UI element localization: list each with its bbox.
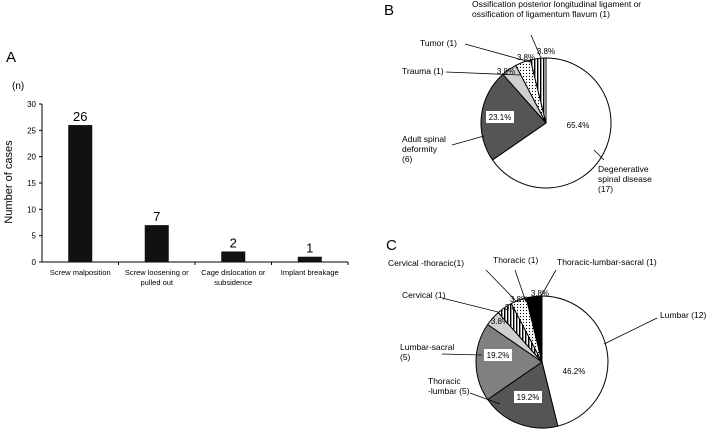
percent-label-box bbox=[484, 349, 512, 361]
slice-category-label: Thoracic (1) bbox=[493, 255, 539, 265]
leader-line bbox=[469, 392, 501, 405]
leader-line bbox=[441, 353, 483, 356]
y-tick-label: 5 bbox=[32, 232, 37, 241]
bar-chart-panel: A (n) Number of cases 0 5 10 15 20 25 30 26Scr… bbox=[3, 49, 349, 287]
y-tick-label: 0 bbox=[32, 258, 37, 267]
slice-category-label: Lumbar (12) bbox=[660, 310, 706, 320]
slice-percent-label: 3.8% bbox=[510, 295, 528, 304]
bar bbox=[297, 256, 322, 262]
y-tick-label: 15 bbox=[27, 179, 36, 188]
leader-line bbox=[445, 71, 521, 76]
slice-category-label: Trauma (1) bbox=[402, 66, 444, 76]
slice-percent-label: 46.2% bbox=[563, 367, 586, 376]
panel-label-c: C bbox=[386, 237, 397, 254]
pie-slice bbox=[525, 295, 543, 363]
pie-slice bbox=[475, 323, 543, 401]
bar-value-label: 2 bbox=[230, 235, 237, 250]
pie-slice bbox=[529, 57, 547, 124]
leader-line bbox=[451, 135, 485, 146]
leader-line bbox=[539, 269, 557, 299]
slice-percent-label: 65.4% bbox=[567, 121, 590, 130]
pie-slice bbox=[541, 295, 609, 427]
leader-line bbox=[593, 149, 605, 161]
bar-value-label: 7 bbox=[153, 209, 160, 224]
x-category-label: Screw malposition bbox=[50, 268, 111, 277]
slice-category-label: Thoracic-lumbar-sacral (1) bbox=[557, 257, 657, 267]
bar bbox=[68, 125, 93, 262]
pie-region: 46.2% Lumbar (12) 19.2% Thoracic-lumbar (5)… bbox=[388, 255, 706, 429]
y-tick-label: 20 bbox=[27, 153, 36, 162]
slice-category-label: Ossification posterior longitudinal liga… bbox=[472, 0, 641, 19]
slice-percent-label: 19.2% bbox=[517, 393, 540, 402]
y-axis-title: Number of cases bbox=[3, 140, 15, 224]
slice-category-label: Cervical -thoracic(1) bbox=[388, 258, 464, 268]
y-tick-label: 30 bbox=[27, 100, 36, 109]
bar-value-label: 26 bbox=[73, 109, 87, 124]
leader-line bbox=[514, 269, 527, 303]
percent-label-box bbox=[514, 391, 542, 403]
bar bbox=[144, 225, 169, 262]
slice-percent-label: 3.8% bbox=[517, 53, 535, 62]
slice-percent-label: 3.8% bbox=[537, 47, 555, 56]
bar-value-label: 1 bbox=[306, 241, 313, 256]
leader-line bbox=[603, 317, 658, 345]
y-tick-label: 25 bbox=[27, 126, 36, 135]
slice-category-label: Cervical (1) bbox=[402, 290, 446, 300]
slice-category-label: Lumbar-sacral(5) bbox=[400, 342, 454, 362]
slice-percent-label: 3.8% bbox=[531, 289, 549, 298]
bar bbox=[221, 251, 246, 262]
panel-label-a: A bbox=[6, 49, 16, 66]
slice-category-label: Tumor (1) bbox=[420, 38, 457, 48]
pie-chart-region-panel: C 46.2% Lumbar (12) 19.2% Thoracic-lumbar (… bbox=[386, 237, 706, 429]
slice-percent-label: 3.8% bbox=[491, 317, 509, 326]
leader-line bbox=[485, 269, 520, 305]
slice-category-label: Thoracic-lumbar (5) bbox=[428, 376, 470, 396]
slice-percent-label: 3.8% bbox=[497, 67, 515, 76]
panel-label-b: B bbox=[384, 2, 394, 19]
x-category-label: Implant breakage bbox=[281, 268, 339, 277]
y-axis-unit: (n) bbox=[12, 81, 24, 92]
slice-percent-label: 23.1% bbox=[489, 113, 512, 122]
leader-line bbox=[530, 34, 542, 59]
pie-slice bbox=[491, 57, 612, 189]
percent-label-box bbox=[486, 111, 514, 123]
bar-axes: 0 5 10 15 20 25 30 bbox=[27, 100, 349, 267]
slice-percent-label: 19.2% bbox=[487, 351, 510, 360]
leader-line bbox=[464, 43, 531, 63]
y-tick-label: 10 bbox=[27, 205, 36, 214]
